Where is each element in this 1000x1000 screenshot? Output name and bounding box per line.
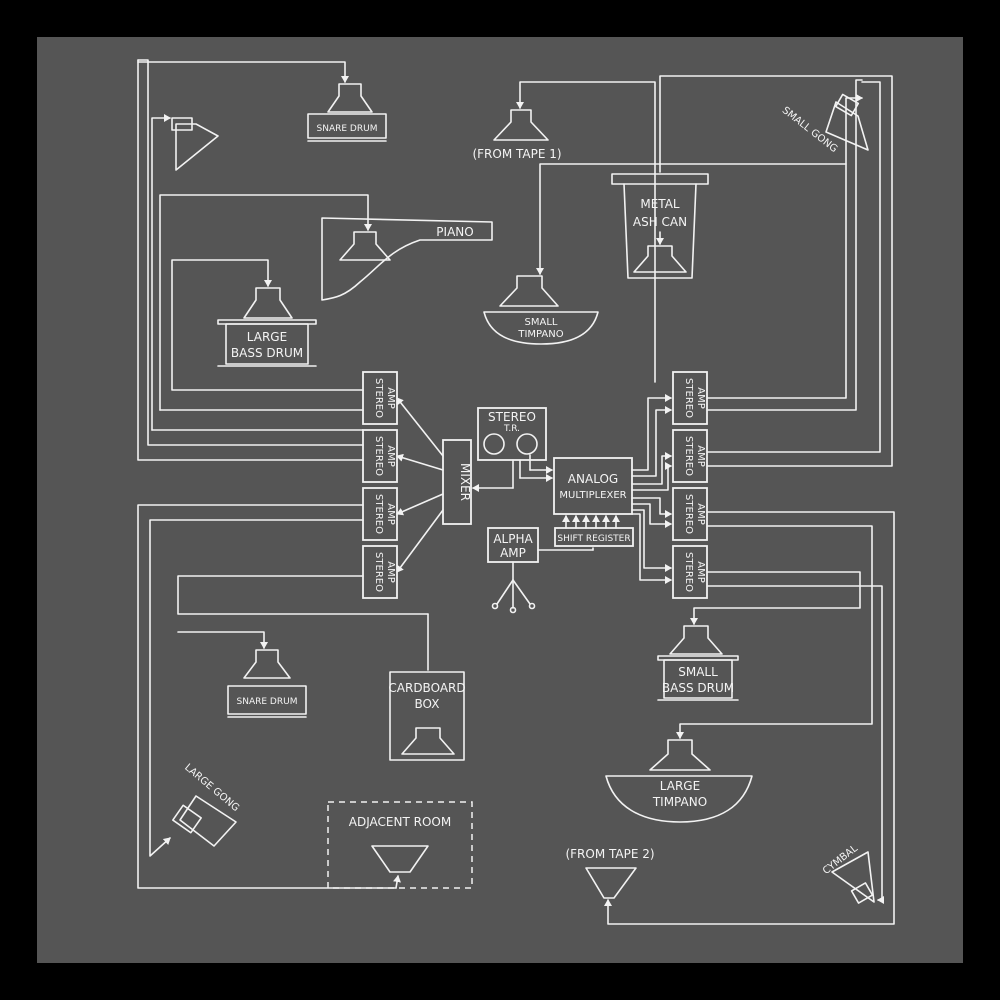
svg-text:AMP: AMP <box>695 387 706 409</box>
svg-text:STEREO: STEREO <box>683 378 694 418</box>
metal-ash-can: METAL ASH CAN <box>611 173 709 279</box>
svg-text:METAL: METAL <box>640 197 680 211</box>
svg-text:BASS DRUM: BASS DRUM <box>231 346 303 360</box>
svg-text:AMP: AMP <box>385 561 396 583</box>
cardboard-box: CARDBOARD BOX <box>388 671 466 761</box>
wire-large-gong <box>149 519 364 857</box>
small-bass-drum: SMALL BASS DRUM <box>657 625 739 701</box>
right-stereo-amp-4: STEREO AMP <box>672 545 708 599</box>
svg-text:STEREO: STEREO <box>373 494 384 534</box>
wire-speaker-top-left <box>151 114 171 431</box>
wire-piano <box>159 194 372 411</box>
wire-small-timpano <box>536 163 847 275</box>
snare-drum-top: SNARE DRUM <box>307 83 387 142</box>
wire-adjacent-room <box>137 504 397 889</box>
wire-small-bass-drum <box>690 571 861 625</box>
wire-cymbal <box>707 585 884 904</box>
svg-text:LARGE: LARGE <box>247 330 287 344</box>
svg-text:ASH CAN: ASH CAN <box>633 215 687 229</box>
svg-text:BOX: BOX <box>415 697 440 711</box>
alpha-amp: ALPHA AMP <box>487 527 539 563</box>
svg-text:SMALL: SMALL <box>525 317 558 328</box>
right-stereo-amp-3: STEREO AMP <box>672 487 708 541</box>
svg-text:AMP: AMP <box>385 387 396 409</box>
left-stereo-amp-4: STEREO AMP <box>362 545 398 599</box>
right-stereo-amp-2: STEREO AMP <box>672 429 708 483</box>
svg-text:LARGE: LARGE <box>660 779 700 793</box>
wire-large-timpano <box>676 525 873 739</box>
wire-bus-left-bottom <box>177 575 429 615</box>
svg-text:AMP: AMP <box>385 503 396 525</box>
svg-text:STEREO: STEREO <box>373 378 384 418</box>
svg-text:TIMPANO: TIMPANO <box>652 795 707 809</box>
mixer: MIXER <box>442 439 472 525</box>
svg-text:TIMPANO: TIMPANO <box>517 329 563 340</box>
svg-text:ADJACENT ROOM: ADJACENT ROOM <box>349 815 451 829</box>
speaker-from-tape-1: (FROM TAPE 1) <box>472 109 562 161</box>
right-top-wires <box>659 75 893 467</box>
alpha-electrodes <box>491 561 536 614</box>
large-timpano: LARGE TIMPANO <box>605 739 753 823</box>
svg-text:SNARE DRUM: SNARE DRUM <box>237 697 298 707</box>
wire-snare-bottom <box>177 631 268 649</box>
svg-text:CARDBOARD: CARDBOARD <box>388 681 465 695</box>
svg-text:SHIFT REGISTER: SHIFT REGISTER <box>557 534 630 544</box>
svg-text:BASS DRUM: BASS DRUM <box>662 681 734 695</box>
snare-drum-bottom: SNARE DRUM <box>227 649 307 718</box>
svg-text:AMP: AMP <box>500 546 526 560</box>
svg-text:MIXER: MIXER <box>458 463 472 501</box>
shift-register-arrows <box>562 515 620 529</box>
svg-text:STEREO: STEREO <box>373 552 384 592</box>
analog-multiplexer: ANALOG MULTIPLEXER <box>553 457 633 515</box>
stereo-tape-recorder: STEREO T.R. <box>477 407 547 461</box>
svg-text:ALPHA: ALPHA <box>493 532 533 546</box>
wire-snare-top <box>137 59 349 83</box>
svg-text:AMP: AMP <box>695 561 706 583</box>
tape-reel-left <box>483 433 505 455</box>
adjacent-room: ADJACENT ROOM <box>327 801 473 889</box>
left-stereo-amp-2: STEREO AMP <box>362 429 398 483</box>
svg-text:STEREO: STEREO <box>683 552 694 592</box>
svg-text:MULTIPLEXER: MULTIPLEXER <box>559 490 626 501</box>
small-timpano: SMALL TIMPANO <box>483 275 599 345</box>
svg-text:SMALL: SMALL <box>678 665 718 679</box>
wire-from-tape-1 <box>516 81 656 383</box>
tape-reel-right <box>516 433 538 455</box>
large-bass-drum: LARGE BASS DRUM <box>217 287 317 367</box>
piano: PIANO <box>321 217 493 301</box>
svg-text:STEREO: STEREO <box>683 436 694 476</box>
left-stereo-amp-1: STEREO AMP <box>362 371 398 425</box>
speaker-from-tape-2: (FROM TAPE 2) <box>565 847 655 899</box>
wire-adjacent-arrow <box>393 875 401 889</box>
wire-from-tape-2 <box>604 511 895 925</box>
center-wiring <box>396 394 672 584</box>
right-stereo-amp-1: STEREO AMP <box>672 371 708 425</box>
svg-text:STEREO: STEREO <box>683 494 694 534</box>
speaker-top-left <box>171 117 219 171</box>
svg-text:PIANO: PIANO <box>436 225 473 239</box>
svg-text:AMP: AMP <box>695 503 706 525</box>
svg-text:SNARE DRUM: SNARE DRUM <box>317 124 378 134</box>
left-stereo-amp-3: STEREO AMP <box>362 487 398 541</box>
wire-bass-drum <box>171 259 364 391</box>
svg-text:T.R.: T.R. <box>503 424 520 434</box>
svg-text:(FROM TAPE 1): (FROM TAPE 1) <box>472 147 561 161</box>
wire-small-gong <box>707 94 863 399</box>
svg-text:(FROM TAPE 2): (FROM TAPE 2) <box>565 847 654 861</box>
shift-register: SHIFT REGISTER <box>554 527 634 547</box>
svg-text:STEREO: STEREO <box>488 410 536 424</box>
left-top-wires <box>137 59 364 461</box>
chalkboard <box>37 37 963 963</box>
svg-text:STEREO: STEREO <box>373 436 384 476</box>
svg-text:AMP: AMP <box>385 445 396 467</box>
svg-text:ANALOG: ANALOG <box>568 472 618 486</box>
svg-text:AMP: AMP <box>695 445 706 467</box>
